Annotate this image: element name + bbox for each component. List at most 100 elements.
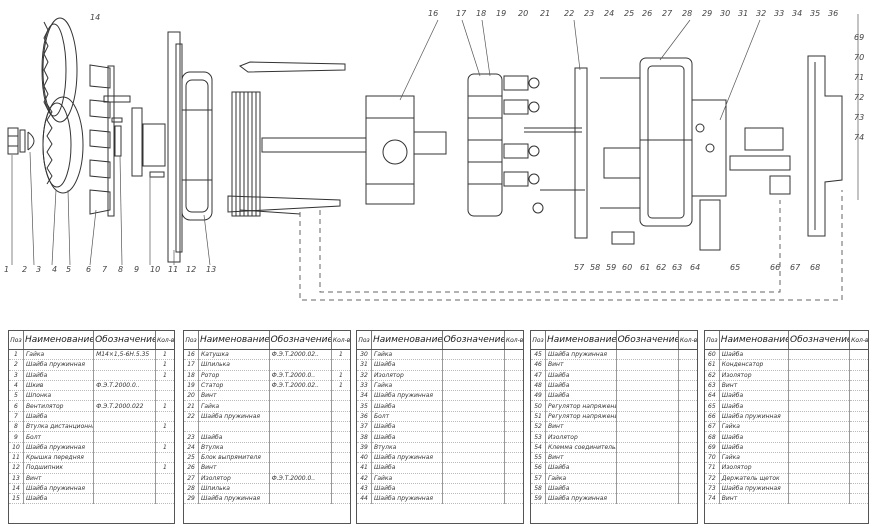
cell-name: Болт	[23, 431, 95, 443]
cell-designation	[93, 390, 156, 402]
callout-14: 14	[90, 13, 100, 22]
cell-name: Регулятор напряжения	[545, 411, 617, 423]
cell-designation	[93, 359, 156, 371]
cell-designation	[93, 493, 156, 505]
cell-pos: 38	[357, 431, 372, 443]
cell-pos: 6	[9, 400, 24, 412]
callout-69: 69	[854, 33, 864, 42]
cell-name: Изолятор	[719, 370, 790, 381]
cell-qty	[504, 400, 523, 412]
cell-name: Шайба	[371, 462, 443, 474]
cell-designation	[93, 442, 156, 453]
cell-name: Шайба пружинная	[198, 411, 270, 423]
cell-name: Шайба	[545, 462, 617, 474]
callout-16: 16	[428, 9, 438, 18]
cell-pos: 66	[705, 411, 720, 423]
cell-designation	[616, 411, 679, 423]
cell-pos: 5	[9, 390, 24, 402]
callout-62: 62	[656, 263, 666, 272]
callout-59: 59	[606, 263, 616, 272]
header-name: Наименование	[23, 331, 95, 350]
wiring-loop	[299, 190, 843, 301]
cell-pos: 71	[705, 462, 720, 474]
cell-pos: 53	[531, 431, 546, 443]
cell-name: Катушка	[198, 349, 270, 361]
cell-designation	[93, 452, 156, 464]
header-qty: Кол-во	[504, 331, 523, 350]
cell-qty	[849, 493, 868, 505]
cell-pos: 43	[357, 483, 372, 495]
cell-pos: 33	[357, 380, 372, 392]
cell-designation	[269, 462, 332, 474]
callout-64: 64	[690, 263, 700, 272]
callout-25: 25	[624, 9, 634, 18]
cell-designation	[788, 400, 851, 412]
cell-name: Гайка	[371, 473, 443, 484]
cell-qty	[331, 390, 350, 402]
cell-pos: 11	[9, 452, 24, 464]
cell-qty	[504, 431, 523, 443]
cell-designation	[788, 431, 851, 443]
cell-name: Винт	[545, 359, 617, 371]
cell-name: Статор	[198, 380, 270, 392]
cell-designation	[93, 421, 156, 433]
header-name: Наименование	[371, 331, 443, 350]
cell-pos: 30	[357, 349, 372, 361]
parts-list-tables: ПозНаименованиеОбозначениеКол-во1ГайкаМ1…	[0, 330, 875, 529]
cell-qty: 1	[155, 349, 174, 361]
callout-58: 58	[590, 263, 600, 272]
cell-qty	[678, 483, 697, 495]
callout-6: 6	[86, 265, 91, 274]
part-washers	[19, 129, 35, 153]
cell-designation	[93, 473, 156, 484]
cell-name: Шайба пружинная	[198, 493, 270, 505]
cell-designation	[93, 431, 156, 443]
cell-qty	[331, 452, 350, 464]
parts-table-1: ПозНаименованиеОбозначениеКол-во1ГайкаМ1…	[8, 330, 175, 524]
cell-pos: 31	[357, 359, 372, 371]
cell-designation	[788, 411, 851, 423]
cell-pos: 7	[9, 411, 24, 423]
cell-pos: 54	[531, 442, 546, 453]
part-rotor	[227, 61, 346, 217]
callout-21: 21	[540, 9, 550, 18]
cell-qty	[849, 400, 868, 412]
cell-name: Шайба	[719, 431, 790, 443]
cell-designation	[616, 400, 679, 412]
cell-designation: Ф.Э.Т.2000.022	[93, 400, 156, 412]
cell-name: Держатель щеток	[719, 473, 790, 484]
cell-name: Шпилька	[198, 483, 270, 495]
cell-pos: 10	[9, 442, 24, 453]
cell-name: Шпилька	[198, 359, 270, 371]
cell-pos: 24	[184, 442, 199, 453]
cell-designation	[442, 493, 505, 505]
cell-pos: 14	[9, 483, 24, 495]
cell-pos: 46	[531, 359, 546, 371]
cell-qty	[849, 359, 868, 371]
cell-designation	[269, 452, 332, 464]
header-qty: Кол-во	[678, 331, 697, 350]
cell-designation	[269, 431, 332, 443]
callout-5: 5	[66, 265, 71, 274]
cell-qty	[504, 462, 523, 474]
header-designation: Обозначение	[442, 331, 505, 350]
callout-30: 30	[720, 9, 730, 18]
cell-name: Шайба пружинная	[371, 390, 443, 402]
cell-qty	[155, 390, 174, 402]
leader-lines	[11, 14, 859, 266]
